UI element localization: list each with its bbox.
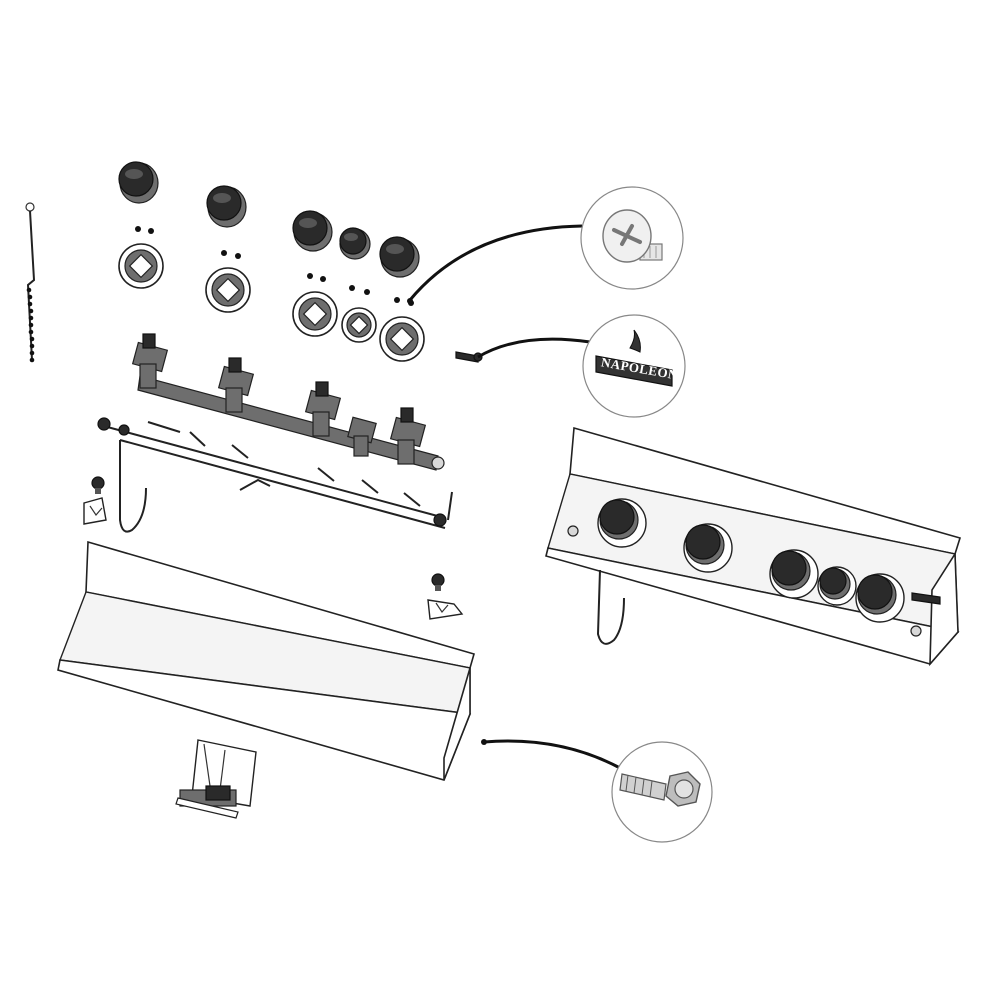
bezel-5	[379, 316, 425, 362]
valve-1	[131, 333, 169, 389]
mounting-clip-right	[427, 573, 464, 620]
valve-5	[389, 407, 427, 465]
knob-5	[379, 236, 420, 278]
mounting-clip-left	[83, 476, 107, 525]
bezel-1	[118, 243, 164, 289]
panel-knob-4	[817, 566, 857, 606]
ignition-wire	[25, 202, 36, 363]
bezel-2	[205, 267, 251, 313]
knob-1	[118, 161, 159, 204]
leader-screw	[408, 224, 583, 301]
panel-badge	[911, 592, 941, 605]
bezel-4	[341, 307, 377, 343]
control-knobs	[118, 161, 420, 278]
rotisserie-bracket	[175, 739, 257, 819]
leader-badge	[477, 337, 591, 359]
panel-knob-1	[597, 498, 647, 548]
callout-phillips-screw	[580, 186, 684, 290]
callout-hex-screw	[611, 741, 713, 843]
knob-2	[206, 185, 247, 228]
bezel-3	[292, 291, 338, 337]
valve-4	[347, 416, 377, 457]
leader-hex-screw	[483, 739, 621, 770]
gas-valve-manifold	[131, 333, 445, 471]
panel-knob-5	[855, 573, 905, 623]
hex-screw-icon	[619, 771, 701, 807]
knob-bezels	[118, 243, 425, 362]
panel-knob-2	[683, 523, 733, 573]
callout-napoleon-badge: NAPOLEON	[582, 314, 686, 418]
bezel-screws	[135, 226, 414, 306]
front-control-panel	[57, 540, 475, 781]
assembled-control-panel	[545, 426, 962, 667]
panel-knob-3	[769, 549, 819, 599]
side-burner-tube-assembly	[97, 417, 453, 533]
knob-4	[339, 227, 371, 260]
knob-3	[292, 210, 333, 252]
valve-2	[217, 357, 255, 413]
valve-3	[304, 381, 342, 437]
phillips-screw-icon	[602, 209, 663, 263]
